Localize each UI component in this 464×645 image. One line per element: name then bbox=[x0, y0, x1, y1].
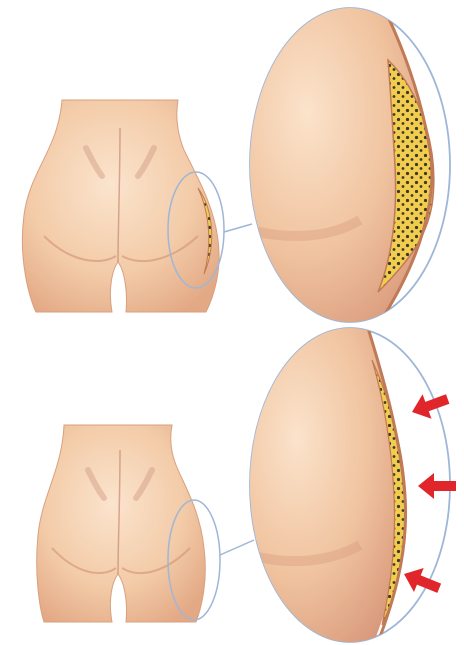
zoom-view-before bbox=[240, 0, 450, 322]
after-panel bbox=[37, 328, 456, 642]
zoom-view-after bbox=[240, 328, 450, 642]
before-panel bbox=[22, 0, 450, 322]
buttocks-after bbox=[37, 425, 206, 622]
